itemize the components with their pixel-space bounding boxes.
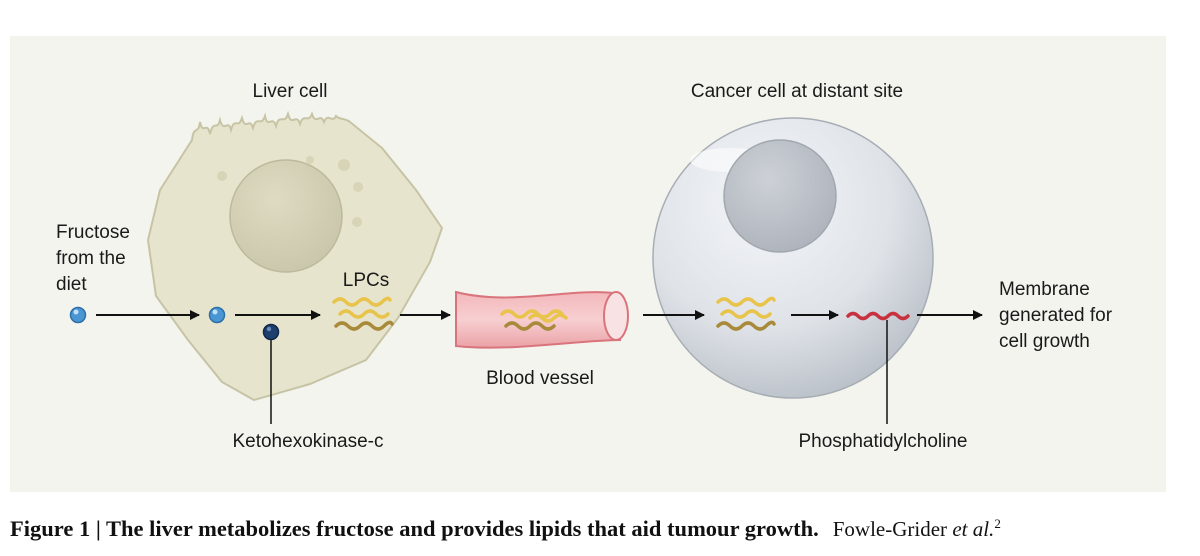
blood-vessel-opening: [603, 291, 629, 341]
liver-cell-vesicle: [353, 182, 363, 192]
liver-cell-vesicle: [217, 171, 227, 181]
liver-cell: [146, 110, 444, 402]
lipid-squiggle: [500, 309, 564, 319]
fructose-label: Fructose from the diet: [56, 222, 135, 295]
cancer-cell-title: Cancer cell at distant site: [691, 81, 903, 102]
fructose-label-line: from the: [56, 248, 126, 269]
fructose-label-line: Fructose: [56, 222, 130, 243]
cancer-cell: [652, 117, 934, 399]
lpcs-label: LPCs: [343, 270, 389, 291]
caption-credit: Fowle-Grider et al.2: [832, 516, 1001, 541]
membrane-label-line: cell growth: [999, 331, 1090, 352]
figure-panel: Liver cell Cancer cell at distant site F…: [10, 36, 1166, 492]
cancer-cell-nucleus: [723, 139, 837, 253]
vessel-lipids: [500, 309, 568, 331]
lipid-squiggle: [332, 296, 392, 307]
caption-title: Figure 1 | The liver metabolizes fructos…: [10, 516, 819, 541]
fructose-label-line: diet: [56, 274, 87, 295]
liver-cell-title: Liver cell: [253, 81, 328, 102]
phosphatidylcholine-label: Phosphatidylcholine: [798, 431, 967, 452]
lipid-squiggle: [504, 321, 556, 331]
cancer-cell-body: [652, 117, 934, 399]
blood-vessel: [455, 290, 629, 349]
caption-author: Fowle-Grider: [832, 517, 953, 541]
diagram: Liver cell Cancer cell at distant site F…: [56, 81, 1117, 452]
lpcs-lipids: [332, 296, 394, 331]
membrane-label-line: Membrane: [999, 279, 1090, 300]
figure-caption: Figure 1 | The liver metabolizes fructos…: [10, 516, 1196, 550]
lipid-squiggle: [334, 320, 394, 331]
lipid-squiggle: [716, 320, 776, 331]
caption-reference: 2: [994, 516, 1001, 531]
fructose-dot-highlight: [73, 309, 79, 315]
ketohexokinase-dot-highlight: [266, 326, 272, 332]
lipid-squiggle: [720, 309, 772, 319]
blood-vessel-tube: [455, 290, 622, 349]
membrane-label: Membrane generated for cell growth: [999, 279, 1117, 352]
ketohexokinase-label: Ketohexokinase-c: [232, 431, 383, 452]
cancer-cell-lipids: [716, 296, 776, 331]
fructose-dot: [69, 306, 87, 324]
caption-et-al: et al.: [952, 517, 995, 541]
lipid-squiggle: [716, 296, 776, 307]
membrane-label-line: generated for: [999, 305, 1113, 326]
blood-vessel-label: Blood vessel: [486, 368, 594, 389]
lipid-squiggle: [338, 309, 390, 319]
phosphatidylcholine-squiggle: [846, 311, 910, 321]
liver-cell-vesicle: [352, 217, 362, 227]
liver-cell-vesicle: [306, 156, 314, 164]
ketohexokinase-dot: [262, 323, 280, 341]
fructose-dot-in-cell-highlight: [212, 309, 218, 315]
fructose-dot-in-cell: [208, 306, 226, 324]
liver-cell-nucleus: [229, 159, 343, 273]
liver-cell-vesicle: [338, 159, 350, 171]
lipid-squiggle: [528, 313, 568, 323]
